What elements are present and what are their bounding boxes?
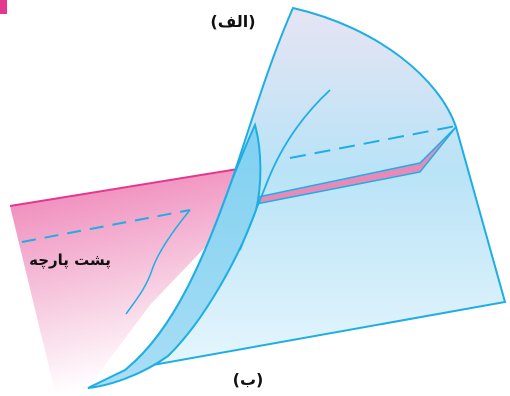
wavy-line-left bbox=[125, 209, 191, 315]
inner-fold-flap bbox=[87, 122, 262, 389]
label-fabric-back: پشت پارچه bbox=[29, 251, 111, 270]
fabric-back-panel bbox=[10, 170, 255, 392]
label-top: (الف) bbox=[210, 12, 255, 31]
accent-bar bbox=[0, 0, 7, 14]
fabric-back-edge bbox=[9, 168, 239, 207]
label-bottom: (ب) bbox=[233, 370, 264, 389]
curl-line bbox=[239, 89, 331, 251]
dashed-guide-left bbox=[21, 209, 191, 243]
dashed-guide-right bbox=[289, 125, 457, 159]
